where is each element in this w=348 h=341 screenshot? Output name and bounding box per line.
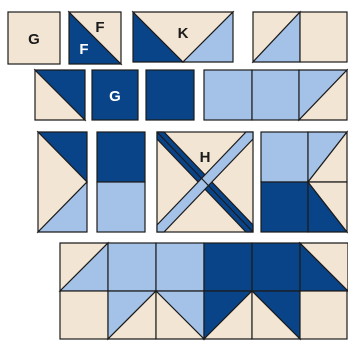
label-g-row2: G — [109, 88, 121, 105]
piece-row3-right-unit — [261, 132, 347, 232]
r4-bottom-6-cream — [300, 291, 347, 339]
row-1: G F F K — [8, 12, 347, 64]
blue-square-1 — [204, 70, 252, 120]
label-f-bottom: F — [79, 41, 88, 58]
r4-top-5-dark — [252, 243, 300, 291]
r4-bottom-1-cream — [60, 291, 108, 339]
piece-row1-half-square — [253, 12, 300, 62]
piece-row2-half-square — [35, 70, 85, 120]
label-h: H — [200, 149, 211, 166]
unit-row2-blue-strip — [204, 70, 347, 120]
right-dark-square — [261, 182, 308, 232]
label-g-square: G — [28, 31, 40, 48]
row-4 — [60, 243, 348, 339]
row-2: G — [35, 70, 347, 120]
piece-row1-cream-square — [300, 12, 347, 62]
piece-row3-two-squares — [97, 132, 145, 232]
r4-top-4-dark — [204, 243, 252, 291]
blue-square-2 — [252, 70, 299, 120]
piece-row3-left-unit — [38, 132, 87, 232]
row-3: H — [38, 132, 347, 232]
r4-top-2-blue — [108, 243, 156, 291]
label-k: K — [178, 25, 189, 42]
right-blue-square — [261, 132, 308, 182]
dark-top-square — [97, 132, 145, 182]
piece-h-quarter-square — [157, 132, 253, 232]
blue-bottom-square — [97, 182, 145, 232]
piece-row2-dark-square — [146, 70, 194, 120]
r4-top-3-blue — [156, 243, 204, 291]
label-f-top: F — [95, 19, 104, 36]
